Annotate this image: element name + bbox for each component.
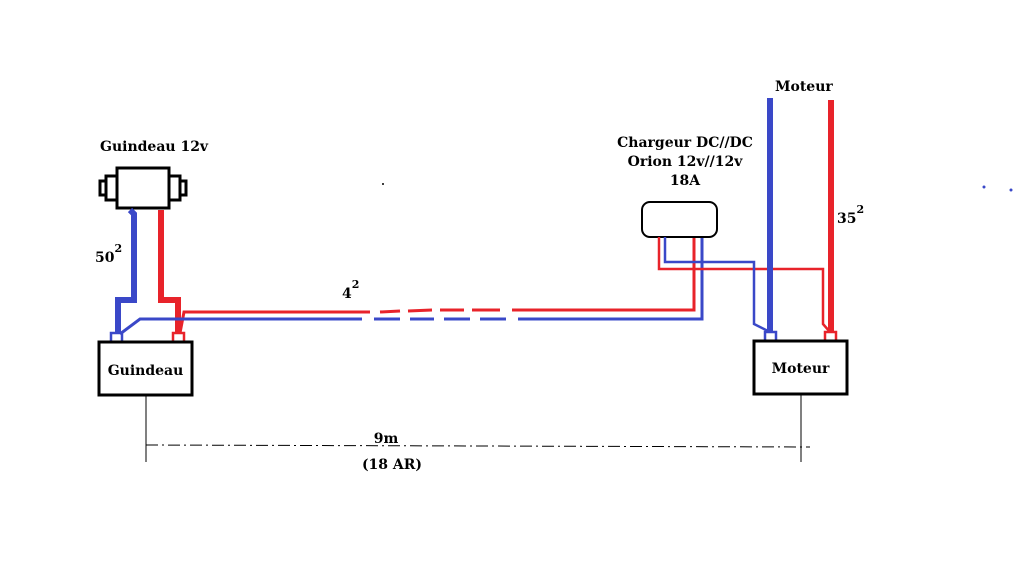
distance-round-trip-label: (18 AR) (362, 457, 422, 473)
engine-battery-label: Moteur (772, 361, 830, 377)
engine-cable-section: 352 (837, 203, 864, 227)
charger-title-line3: 18A (670, 173, 701, 189)
link-cable-section: 42 (342, 278, 359, 302)
distance-label: 9m (374, 431, 399, 447)
stray-dot (1009, 188, 1013, 192)
winch-cable-section: 502 (95, 242, 122, 266)
engine-battery-box (752, 339, 849, 396)
winch-negative-cable (115, 207, 137, 333)
charger-title-line2: Orion 12v//12v (628, 154, 744, 170)
dimension-line (145, 444, 811, 448)
charger-output-positive-cable (657, 237, 831, 333)
stray-dot (982, 185, 986, 189)
charger-output-negative-cable (663, 237, 771, 334)
winch-motor-title: Guindeau 12v (100, 139, 209, 155)
charger-negative-cable (119, 237, 704, 336)
winch-battery-box (97, 340, 194, 397)
winch-motor-icon (98, 166, 188, 210)
stray-dot (382, 183, 384, 185)
engine-cable-title: Moteur (775, 79, 833, 95)
charger-box (641, 201, 718, 238)
winch-positive-cable (158, 210, 181, 333)
charger-title-line1: Chargeur DC//DC (617, 135, 753, 151)
winch-battery-label: Guindeau (108, 363, 184, 379)
